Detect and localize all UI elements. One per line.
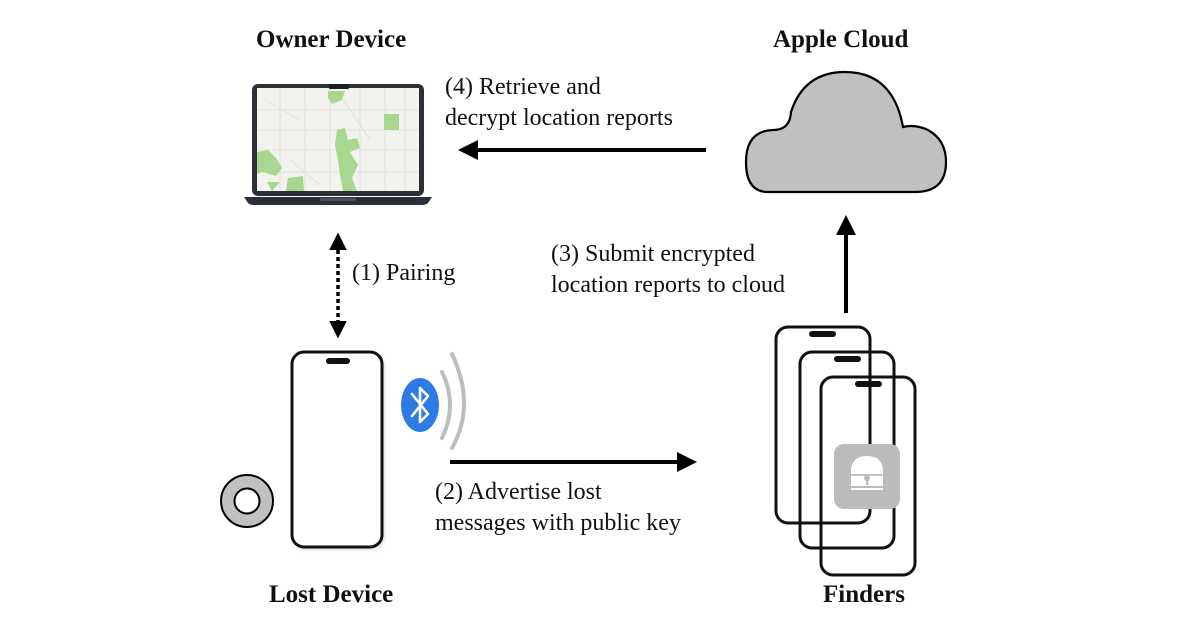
airtag-icon — [220, 474, 274, 528]
lost-device-title: Lost Device — [269, 581, 394, 608]
owner-device-title: Owner Device — [256, 26, 407, 53]
phone-icon — [290, 350, 384, 549]
step-4-label: (4) Retrieve and decrypt location report… — [445, 72, 673, 134]
cloud-icon — [744, 70, 948, 194]
step-1-label: (1) Pairing — [352, 258, 455, 289]
step-2-line-1: (2) Advertise lost — [435, 479, 602, 505]
bluetooth-icon — [401, 378, 439, 432]
step-3-line-1: (3) Submit encrypted — [551, 241, 755, 267]
signal-waves-icon — [440, 352, 466, 450]
step-3-label: (3) Submit encrypted location reports to… — [551, 239, 785, 301]
step-2-label: (2) Advertise lost messages with public … — [435, 477, 681, 539]
laptop-map-icon — [244, 84, 432, 205]
finders-title: Finders — [823, 581, 905, 608]
step-1-line-1: (1) Pairing — [352, 260, 456, 286]
finder-phone-3 — [819, 375, 917, 577]
step-3-line-2: location reports to cloud — [551, 272, 785, 298]
step-4-line-1: (4) Retrieve and — [445, 74, 601, 100]
apple-cloud-title: Apple Cloud — [773, 26, 909, 53]
lock-icon — [834, 444, 900, 509]
finder-phone-1 — [774, 325, 872, 525]
step-2-line-2: messages with public key — [435, 510, 681, 536]
step-4-line-2: decrypt location reports — [445, 105, 673, 131]
